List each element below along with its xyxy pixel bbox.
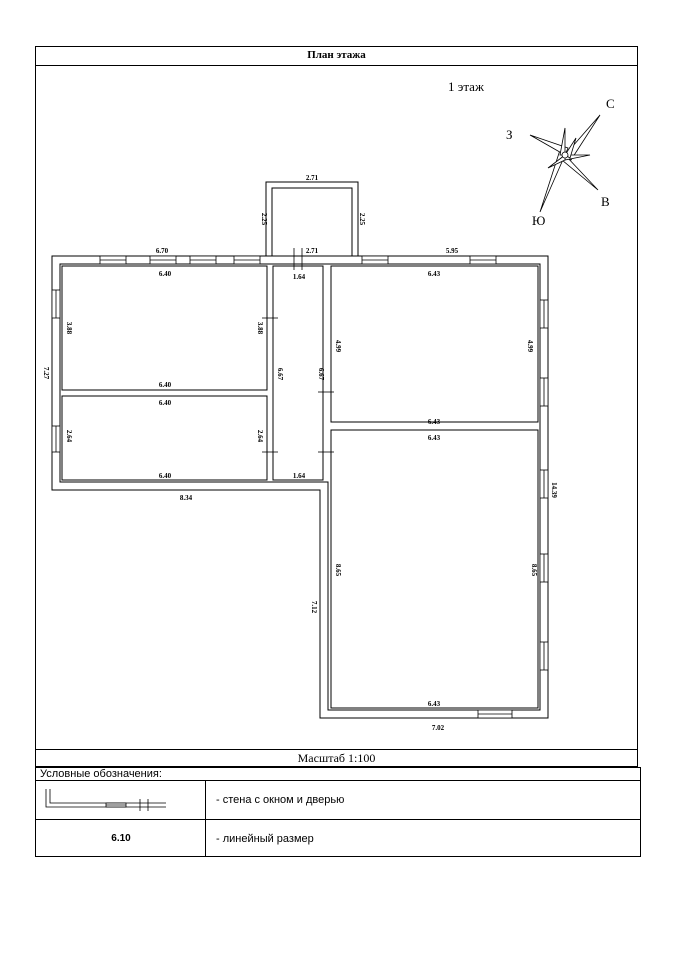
compass-n: С [606, 96, 615, 111]
wall-symbol-icon [45, 789, 166, 811]
dim-label: 6.43 [428, 434, 441, 442]
dim-label: 6.43 [428, 700, 441, 708]
dim-label: 8.65 [530, 564, 538, 577]
dim-label: 2.25 [260, 213, 268, 226]
dim-label: 2.71 [306, 174, 319, 182]
dimension-labels: 2.71 2.25 2.25 6.70 2.71 5.95 7.27 6.40 … [42, 174, 558, 732]
dim-label: 4.99 [526, 340, 534, 353]
dim-label: 2.64 [65, 430, 73, 443]
dim-label: 8.65 [334, 564, 342, 577]
wall-symbol [36, 781, 206, 819]
scale-label: Масштаб 1:100 [35, 750, 638, 767]
dim-label: 1.64 [293, 273, 306, 281]
size-sample: 6.10 [111, 833, 131, 844]
dim-label: 6.43 [428, 270, 441, 278]
wall-description: - стена с окном и дверью [216, 794, 345, 806]
compass-w: З [506, 127, 513, 142]
windows [51, 255, 549, 719]
legend-row-size: 6.10 - линейный размер [36, 820, 640, 857]
dim-label: 6.70 [156, 247, 169, 255]
plan-title: План этажа [36, 47, 637, 66]
dim-label: 1.64 [293, 472, 306, 480]
floor-label: 1 этаж [448, 79, 484, 94]
legend: Условные обозначения: - стена с окном и … [35, 767, 641, 857]
compass-s: Ю [532, 213, 545, 228]
dim-label: 6.43 [428, 418, 441, 426]
dim-label: 3.88 [65, 322, 73, 335]
legend-header: Условные обозначения: [36, 768, 640, 781]
dim-label: 6.67 [276, 368, 284, 381]
dim-label: 6.40 [159, 270, 172, 278]
interior-walls [61, 265, 539, 709]
dim-label: 2.25 [358, 213, 366, 226]
compass-rose [529, 114, 601, 213]
dim-label: 7.12 [310, 601, 318, 614]
dim-label: 7.27 [42, 367, 50, 380]
legend-row-wall: - стена с окном и дверью [36, 781, 640, 820]
doors [262, 248, 334, 453]
outer-walls [51, 255, 549, 719]
dim-label: 4.99 [334, 340, 342, 353]
floor-plan: С З В Ю 2.71 2.25 2.25 6.70 2.71 5.95 7.… [42, 96, 615, 732]
dim-label: 6.40 [159, 472, 172, 480]
porch [265, 181, 359, 256]
size-symbol: 6.10 [36, 820, 206, 857]
dim-label: 8.34 [180, 494, 193, 502]
size-description: - линейный размер [216, 832, 314, 845]
dim-label: 3.88 [256, 322, 264, 335]
dim-label: 7.02 [432, 724, 445, 732]
dim-label: 6.40 [159, 381, 172, 389]
dim-label: 6.40 [159, 399, 172, 407]
compass-e: В [601, 194, 610, 209]
dim-label: 5.95 [446, 247, 459, 255]
dim-label: 2.64 [256, 430, 264, 443]
dim-label: 2.71 [306, 247, 319, 255]
dim-label: 14.39 [550, 482, 558, 498]
dim-label: 6.67 [317, 368, 325, 381]
drawing-frame: План этажа 1 этаж [35, 46, 638, 750]
